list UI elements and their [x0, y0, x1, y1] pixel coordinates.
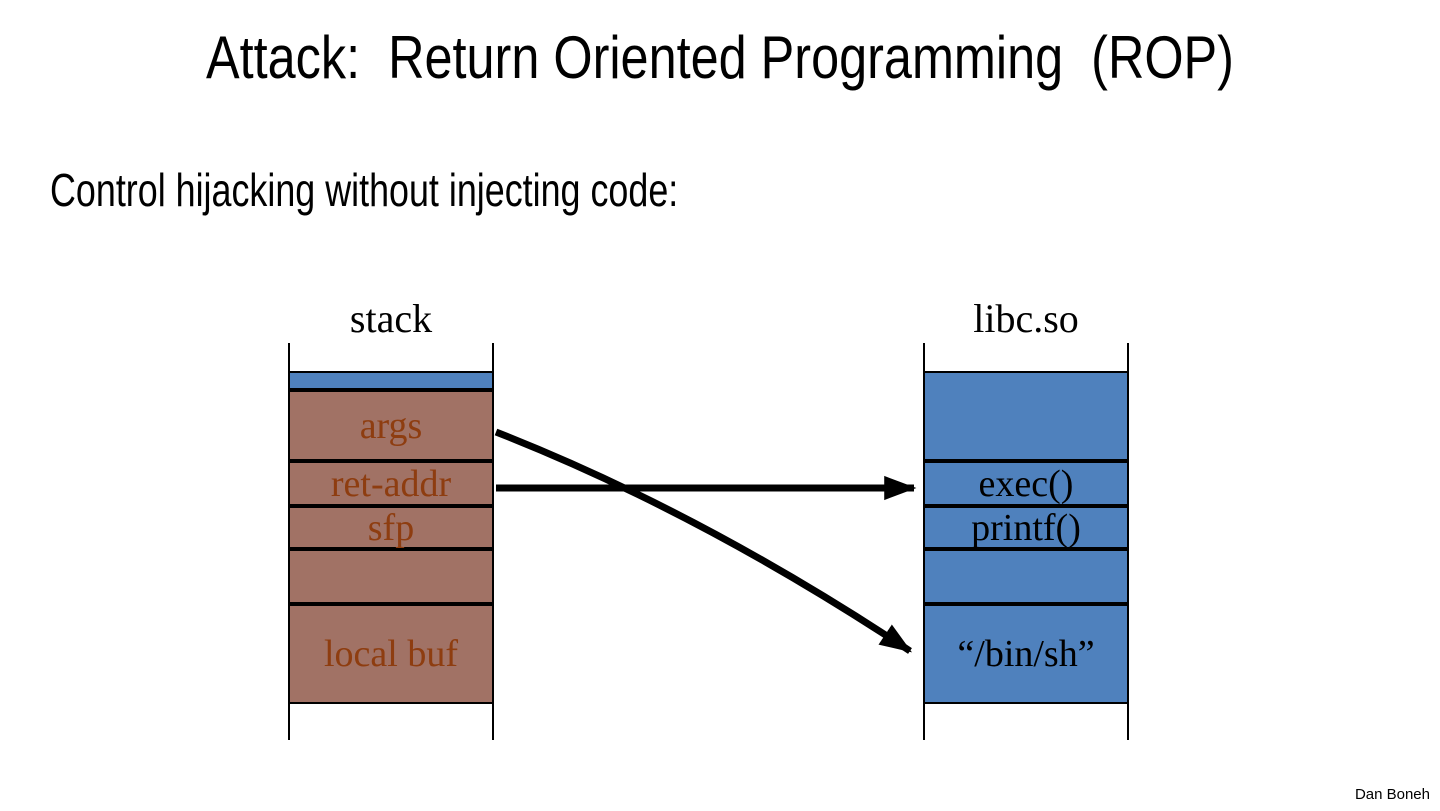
- stack-cell-sfp: sfp: [288, 506, 494, 549]
- libc-column-label: libc.so: [973, 296, 1079, 341]
- libc-cell-exec: exec(): [923, 461, 1129, 506]
- stack-overwrite-marker-strip: [288, 371, 494, 390]
- stack-cell-ret-addr: ret-addr: [288, 461, 494, 506]
- arrow-args-to-bin-sh-icon: [494, 428, 913, 654]
- slide-title: Attack: Return Oriented Programming (ROP…: [206, 24, 1234, 91]
- subtitle: Control hijacking without injecting code…: [50, 164, 679, 216]
- libc-cell-empty-mid: [923, 549, 1129, 604]
- stack-column-label: stack: [349, 296, 433, 341]
- stack-cell-local-buf: local buf: [288, 604, 494, 704]
- libc-cell-empty-top: [923, 371, 1129, 461]
- libc-cell-printf: printf(): [923, 506, 1129, 549]
- stack-cell-args: args: [288, 390, 494, 461]
- author-credit: Dan Boneh: [1354, 786, 1430, 803]
- libc-cell-bin-sh: “/bin/sh”: [923, 604, 1129, 704]
- stack-cell-empty: [288, 549, 494, 604]
